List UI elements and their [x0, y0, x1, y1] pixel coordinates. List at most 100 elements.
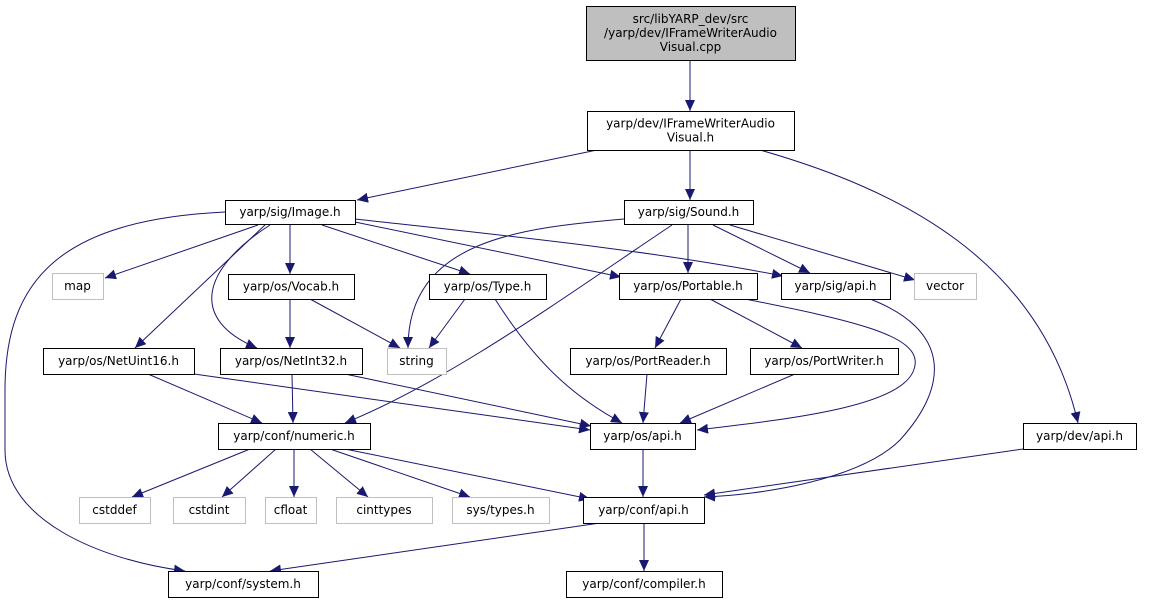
edge-sound-to-numeric: [344, 224, 673, 424]
node-box: [168, 571, 319, 598]
node-label: /yarp/dev/IFrameWriterAudio: [604, 26, 777, 40]
node-label: yarp/os/Vocab.h: [243, 280, 339, 294]
node-portwriter[interactable]: yarp/os/PortWriter.h: [750, 348, 899, 375]
node-label: yarp/conf/numeric.h: [233, 429, 354, 443]
edge-numeric-to-cstdint: [221, 448, 277, 498]
edge-numeric-to-cinttypes: [309, 448, 369, 498]
node-label: yarp/os/PortReader.h: [585, 354, 710, 368]
node-box: [387, 348, 447, 375]
node-label: yarp/os/NetInt32.h: [235, 354, 347, 368]
node-label: vector: [926, 279, 964, 293]
node-label: map: [64, 279, 91, 293]
node-numeric[interactable]: yarp/conf/numeric.h: [218, 423, 371, 450]
edge-type-to-osapi: [494, 298, 623, 424]
node-box: [52, 273, 104, 300]
node-box: [583, 497, 705, 524]
node-label: yarp/os/PortWriter.h: [764, 354, 883, 368]
edge-numeric-to-confapi: [344, 448, 591, 502]
node-label: yarp/os/api.h: [603, 429, 681, 443]
edges-layer: [4, 60, 1081, 575]
edge-portreader-to-osapi: [638, 373, 649, 424]
edge-image-to-netuint16: [134, 224, 266, 349]
node-box: [590, 423, 696, 450]
node-image[interactable]: yarp/sig/Image.h: [225, 200, 356, 225]
node-box: [218, 423, 371, 450]
node-osapi[interactable]: yarp/os/api.h: [590, 423, 696, 450]
node-vector: vector: [914, 273, 977, 300]
edge-type-to-string: [428, 298, 466, 349]
edge-vocab-to-string: [309, 298, 401, 349]
node-box: [228, 274, 355, 300]
node-box: [225, 200, 356, 225]
node-devapi[interactable]: yarp/dev/api.h: [1023, 423, 1137, 450]
node-map: map: [52, 273, 104, 300]
node-box: [566, 571, 723, 598]
edge-sigapi-to-confapi: [703, 298, 935, 502]
node-label: src/libYARP_dev/src: [633, 12, 749, 26]
node-string: string: [387, 348, 447, 375]
edge-image-to-system: [4, 211, 226, 575]
node-sigapi[interactable]: yarp/sig/api.h: [781, 273, 891, 300]
edge-image-to-portable: [354, 221, 622, 280]
node-label: yarp/conf/system.h: [185, 577, 301, 591]
node-vocab[interactable]: yarp/os/Vocab.h: [228, 274, 355, 300]
node-sound[interactable]: yarp/sig/Sound.h: [624, 200, 754, 225]
node-netuint16[interactable]: yarp/os/NetUint16.h: [43, 348, 195, 375]
node-portable[interactable]: yarp/os/Portable.h: [619, 273, 758, 300]
node-box: [587, 111, 795, 151]
node-cstddef: cstddef: [79, 497, 151, 524]
node-system[interactable]: yarp/conf/system.h: [168, 571, 319, 598]
edge-netuint16-to-osapi: [193, 373, 591, 434]
node-box: [750, 348, 899, 375]
node-systypes: sys/types.h: [452, 497, 550, 524]
node-box: [173, 497, 246, 524]
node-label: sys/types.h: [466, 503, 534, 517]
edge-ifw-to-devapi: [759, 149, 1081, 424]
edge-portable-to-portreader: [654, 298, 682, 349]
node-label: yarp/dev/api.h: [1036, 429, 1123, 443]
node-box: [43, 348, 195, 375]
node-root[interactable]: src/libYARP_dev/src/yarp/dev/IFrameWrite…: [586, 6, 796, 61]
node-label: cstddef: [92, 503, 137, 517]
nodes-layer: src/libYARP_dev/src/yarp/dev/IFrameWrite…: [43, 6, 1137, 598]
edge-portable-to-osapi: [696, 298, 916, 434]
edge-confapi-to-system: [269, 522, 601, 575]
node-cstdint: cstdint: [173, 497, 246, 524]
node-type[interactable]: yarp/os/Type.h: [429, 274, 547, 300]
node-portreader[interactable]: yarp/os/PortReader.h: [570, 348, 727, 375]
edge-image-to-netint32: [211, 224, 271, 349]
node-box: [619, 273, 758, 300]
node-box: [336, 497, 433, 524]
edge-numeric-to-cstddef: [131, 448, 251, 498]
node-label: cinttypes: [356, 503, 411, 517]
node-label: string: [399, 354, 433, 368]
edge-sound-to-vector: [729, 224, 916, 282]
edge-netuint16-to-numeric: [147, 373, 263, 424]
node-label: yarp/conf/compiler.h: [582, 577, 705, 591]
edge-netint32-to-numeric: [287, 373, 298, 424]
node-cfloat: cfloat: [265, 497, 317, 524]
edge-ifw-to-image: [356, 149, 598, 203]
node-compiler[interactable]: yarp/conf/compiler.h: [566, 571, 723, 598]
node-box: [220, 348, 363, 375]
node-box: [452, 497, 550, 524]
node-box: [624, 200, 754, 225]
edge-image-to-sigapi: [354, 218, 784, 279]
node-label: Visual.h: [667, 131, 714, 145]
node-box: [79, 497, 151, 524]
node-confapi[interactable]: yarp/conf/api.h: [583, 497, 705, 524]
node-label: yarp/sig/Sound.h: [638, 205, 740, 219]
node-label: Visual.cpp: [660, 40, 721, 54]
edge-image-to-map: [104, 224, 259, 280]
node-cinttypes: cinttypes: [336, 497, 433, 524]
edge-sound-to-string: [403, 218, 625, 349]
node-netint32[interactable]: yarp/os/NetInt32.h: [220, 348, 363, 375]
node-box: [586, 6, 796, 61]
node-label: yarp/dev/IFrameWriterAudio: [606, 117, 775, 131]
edge-portwriter-to-osapi: [679, 373, 796, 424]
node-label: yarp/os/Type.h: [444, 280, 532, 294]
node-label: cstdint: [189, 503, 230, 517]
node-label: yarp/os/NetUint16.h: [58, 354, 179, 368]
node-box: [1023, 423, 1137, 450]
